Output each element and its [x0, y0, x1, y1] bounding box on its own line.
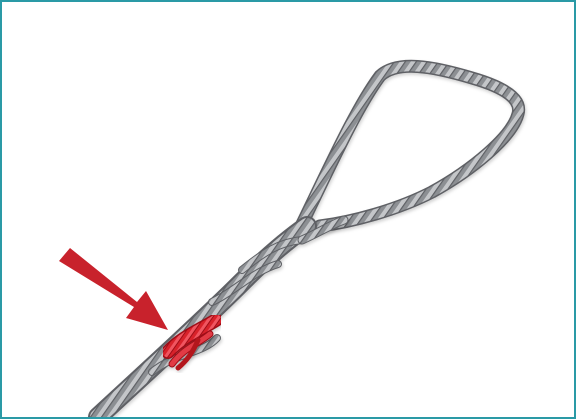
- rope-eye-loop: [302, 66, 519, 226]
- pointer-arrow-icon: [59, 248, 168, 330]
